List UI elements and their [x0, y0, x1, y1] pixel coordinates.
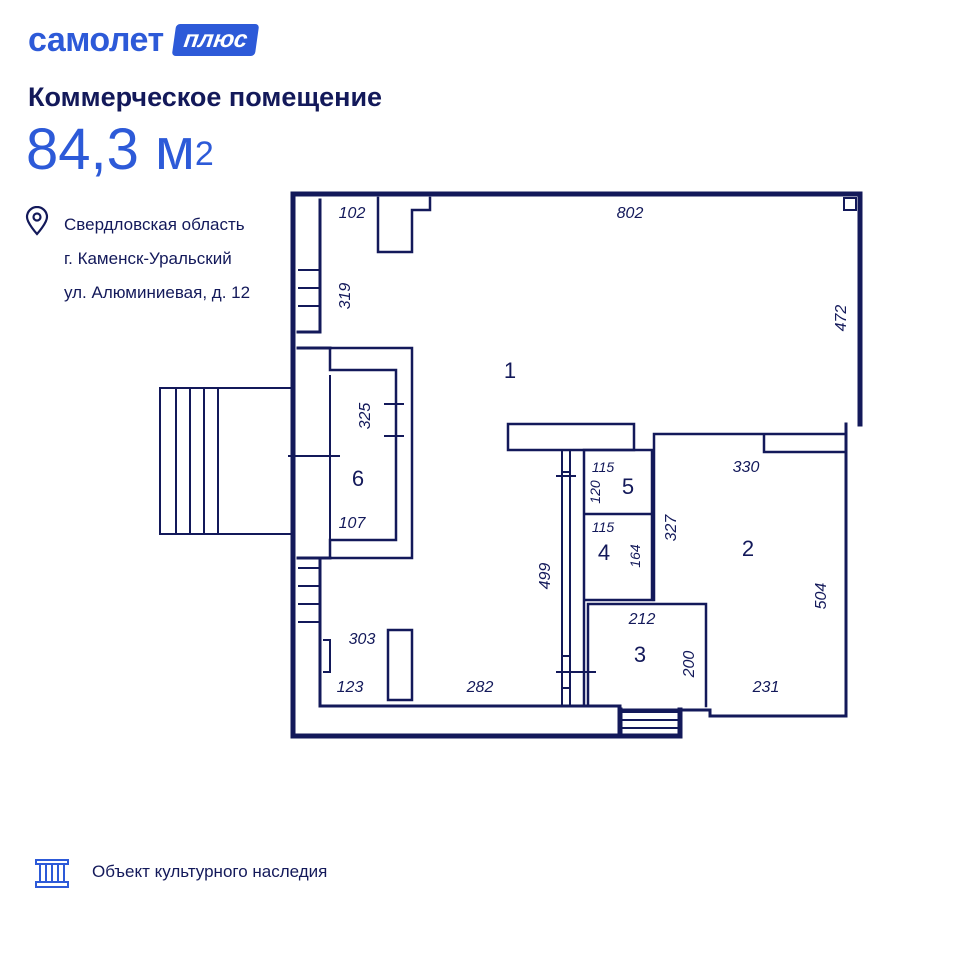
dim-107: 107: [339, 515, 367, 532]
address-city: г. Каменск-Уральский: [64, 249, 232, 268]
outer-wall: [290, 191, 863, 739]
dim-123: 123: [337, 679, 364, 696]
dim-504: 504: [813, 583, 830, 610]
heritage-column-icon: [35, 859, 69, 888]
brand-logo: самолет плюс: [28, 20, 260, 60]
address-street: ул. Алюминиевая, д. 12: [64, 283, 251, 302]
area-value: 84,3 м: [26, 117, 195, 182]
dim-325: 325: [357, 403, 374, 430]
room-label-3: 3: [634, 642, 646, 667]
wall-left-band: [296, 346, 848, 718]
room-label-4: 4: [598, 540, 610, 565]
stair-step-right: [619, 711, 681, 729]
room-label-6: 6: [352, 466, 364, 491]
dim-499: 499: [537, 563, 554, 590]
room-label-2: 2: [742, 536, 754, 561]
dim-330: 330: [733, 459, 760, 476]
dim-319: 319: [337, 283, 354, 310]
inner-wall-top: [296, 198, 322, 334]
dim-303: 303: [349, 631, 376, 648]
partition-1: [506, 422, 636, 452]
dim-102: 102: [339, 205, 366, 222]
partition-2: [652, 432, 848, 602]
heritage-label: Объект культурного наследия: [92, 862, 328, 881]
location-pin-icon: [25, 206, 49, 236]
wall-shaft: [561, 449, 571, 705]
address-block: Свердловская область г. Каменск-Уральски…: [64, 208, 250, 310]
dim-115-mid: 115: [592, 519, 615, 535]
dim-472: 472: [833, 305, 850, 332]
dim-802: 802: [617, 205, 644, 222]
corner-post: [843, 197, 857, 211]
dim-115-top: 115: [592, 459, 615, 475]
dim-282: 282: [466, 679, 494, 696]
entrance-stairs: [159, 269, 596, 689]
dim-200: 200: [681, 651, 698, 679]
dim-212: 212: [628, 611, 656, 628]
dim-327: 327: [663, 514, 680, 542]
dim-164: 164: [627, 544, 643, 568]
room-label-5: 5: [622, 474, 634, 499]
listing-area: 84,3 м2: [26, 116, 214, 184]
area-unit-sup: 2: [194, 135, 214, 173]
dim-120: 120: [587, 480, 603, 504]
niche-left-small: [323, 639, 331, 673]
room-label-1: 1: [504, 358, 516, 383]
niche-303: [386, 628, 414, 702]
dim-231: 231: [752, 679, 780, 696]
brand-name: самолет: [28, 21, 164, 59]
niche-102: [376, 196, 432, 254]
heritage-note: Объект культурного наследия: [34, 854, 327, 890]
listing-title: Коммерческое помещение: [28, 82, 383, 112]
wall-rooms-4-5: [582, 448, 708, 708]
address-region: Свердловская область: [64, 215, 245, 234]
